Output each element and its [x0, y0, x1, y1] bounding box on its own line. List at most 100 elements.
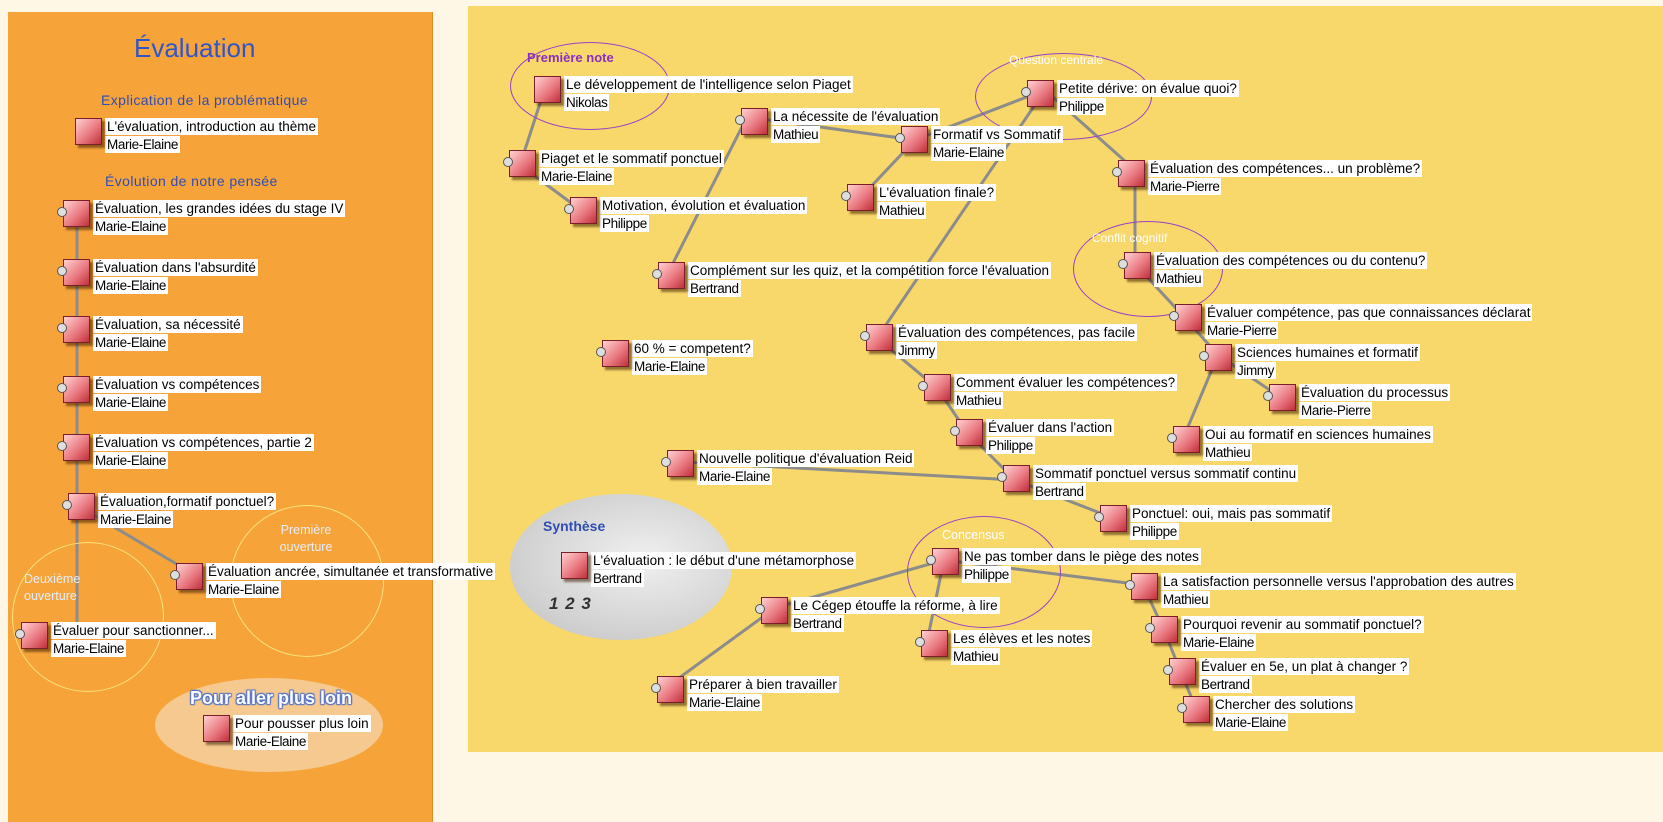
node-title: Nouvelle politique d'évaluation Reid — [697, 450, 915, 467]
node-title: Complément sur les quiz, et la compétiti… — [688, 262, 1052, 279]
node-title: Pourquoi revenir au sommatif ponctuel? — [1181, 616, 1424, 633]
circle-label-concensus: Concensus — [942, 528, 1005, 542]
connector-dot — [1263, 391, 1273, 401]
node-title: Évaluation du processus — [1299, 384, 1451, 401]
message-icon — [901, 126, 928, 153]
node-author: Mathieu — [877, 202, 927, 219]
node-author: Marie-Elaine — [93, 452, 168, 469]
node-title: Le Cégep étouffe la réforme, à lire — [791, 597, 1000, 614]
circle-label-conflit-cognitif: Conflit cognitif — [1092, 231, 1168, 245]
connector-dot — [997, 472, 1007, 482]
message-icon — [658, 262, 685, 289]
node-title: Formatif vs Sommatif — [931, 126, 1063, 143]
connector-dot — [564, 204, 574, 214]
node-author: Bertrand — [791, 615, 844, 632]
message-icon — [921, 630, 948, 657]
further-heading: Pour aller plus loin — [190, 688, 353, 708]
message-icon — [1131, 573, 1158, 600]
node-piaget-developpement[interactable]: Le développement de l'intelligence selon… — [534, 76, 853, 112]
connector-dot — [57, 323, 67, 333]
section-heading-evolution: Évolution de notre pensée — [105, 173, 278, 189]
node-competences-probleme[interactable]: Évaluation des compétences... un problèm… — [1112, 160, 1423, 196]
message-icon — [866, 324, 893, 351]
node-title: Évaluation vs compétences — [93, 376, 262, 393]
node-title: Ne pas tomber dans le piège des notes — [962, 548, 1201, 565]
node-title: Évaluation, sa nécessité — [93, 316, 243, 333]
node-author: Marie-Elaine — [697, 468, 772, 485]
node-satisfaction-personnelle[interactable]: La satisfaction personnelle versus l'app… — [1125, 573, 1516, 609]
node-author: Mathieu — [1154, 270, 1204, 287]
node-title: L'évaluation : le début d'une métamorpho… — [591, 552, 857, 569]
node-author: Jimmy — [896, 342, 937, 359]
message-icon — [1100, 505, 1127, 532]
node-author: Mathieu — [771, 126, 821, 143]
node-evaluer-competence[interactable]: Évaluer compétence, pas que connaissance… — [1169, 304, 1533, 340]
node-60-competent[interactable]: 60 % = competent?Marie-Elaine — [596, 340, 753, 376]
node-title: L'évaluation, introduction au thème — [105, 118, 318, 135]
node-title: Évaluation, les grandes idées du stage I… — [93, 200, 346, 217]
message-icon — [741, 108, 768, 135]
node-title: La nécessite de l'évaluation — [771, 108, 941, 125]
node-sanctionner[interactable]: Évaluer pour sanctionner...Marie-Elaine — [15, 622, 216, 658]
connector-dot — [15, 629, 25, 639]
node-author: Marie-Elaine — [51, 640, 126, 657]
node-comment-evaluer[interactable]: Comment évaluer les compétences?Mathieu — [918, 374, 1178, 410]
message-icon — [847, 184, 874, 211]
node-revenir-sommatif[interactable]: Pourquoi revenir au sommatif ponctuel?Ma… — [1145, 616, 1424, 652]
circle-label-premiere-note: Première note — [527, 50, 614, 65]
node-evaluation-finale[interactable]: L'évaluation finale?Mathieu — [841, 184, 997, 220]
message-icon — [1003, 465, 1030, 492]
connector-dot — [895, 133, 905, 143]
connector-dot — [1112, 167, 1122, 177]
node-petite-derive[interactable]: Petite dérive: on évalue quoi?Philippe — [1021, 80, 1239, 116]
node-competences-ou-contenu[interactable]: Évaluation des compétences ou du contenu… — [1118, 252, 1428, 288]
connector-dot — [62, 500, 72, 510]
node-author: Marie-Pierre — [1205, 322, 1279, 339]
message-icon — [1151, 616, 1178, 643]
connector-dot — [735, 115, 745, 125]
message-icon — [1124, 252, 1151, 279]
node-author: Marie-Elaine — [1213, 714, 1288, 731]
node-title: Le développement de l'intelligence selon… — [564, 76, 853, 93]
message-icon — [21, 622, 48, 649]
node-ancree[interactable]: Évaluation ancrée, simultanée et transfo… — [170, 563, 496, 599]
circle-label-question-centrale: Question centrale — [1009, 53, 1104, 67]
node-formatif-ponctuel[interactable]: Évaluation,formatif ponctuel?Marie-Elain… — [62, 493, 277, 529]
connector-dot — [1169, 311, 1179, 321]
connector-dot — [1145, 623, 1155, 633]
node-title: L'évaluation finale? — [877, 184, 997, 201]
node-title: Évaluer compétence, pas que connaissance… — [1205, 304, 1533, 321]
connector-dot — [950, 426, 960, 436]
node-grandes-idees[interactable]: Évaluation, les grandes idées du stage I… — [57, 200, 346, 236]
node-title: Petite dérive: on évalue quoi? — [1057, 80, 1239, 97]
message-icon — [1027, 80, 1054, 107]
connector-dot — [170, 570, 180, 580]
node-complement-quiz[interactable]: Complément sur les quiz, et la compétiti… — [652, 262, 1052, 298]
circle-deuxieme-ouverture — [12, 542, 164, 692]
message-icon — [1169, 658, 1196, 685]
node-evaluer-5e[interactable]: Évaluer en 5e, un plat à changer ?Bertra… — [1163, 658, 1410, 694]
node-synthese-metamorphose[interactable]: L'évaluation : le début d'une métamorpho… — [561, 552, 857, 588]
node-sommatif-ponctuel-continu[interactable]: Sommatif ponctuel versus sommatif contin… — [997, 465, 1299, 501]
node-author: Philippe — [986, 437, 1035, 454]
